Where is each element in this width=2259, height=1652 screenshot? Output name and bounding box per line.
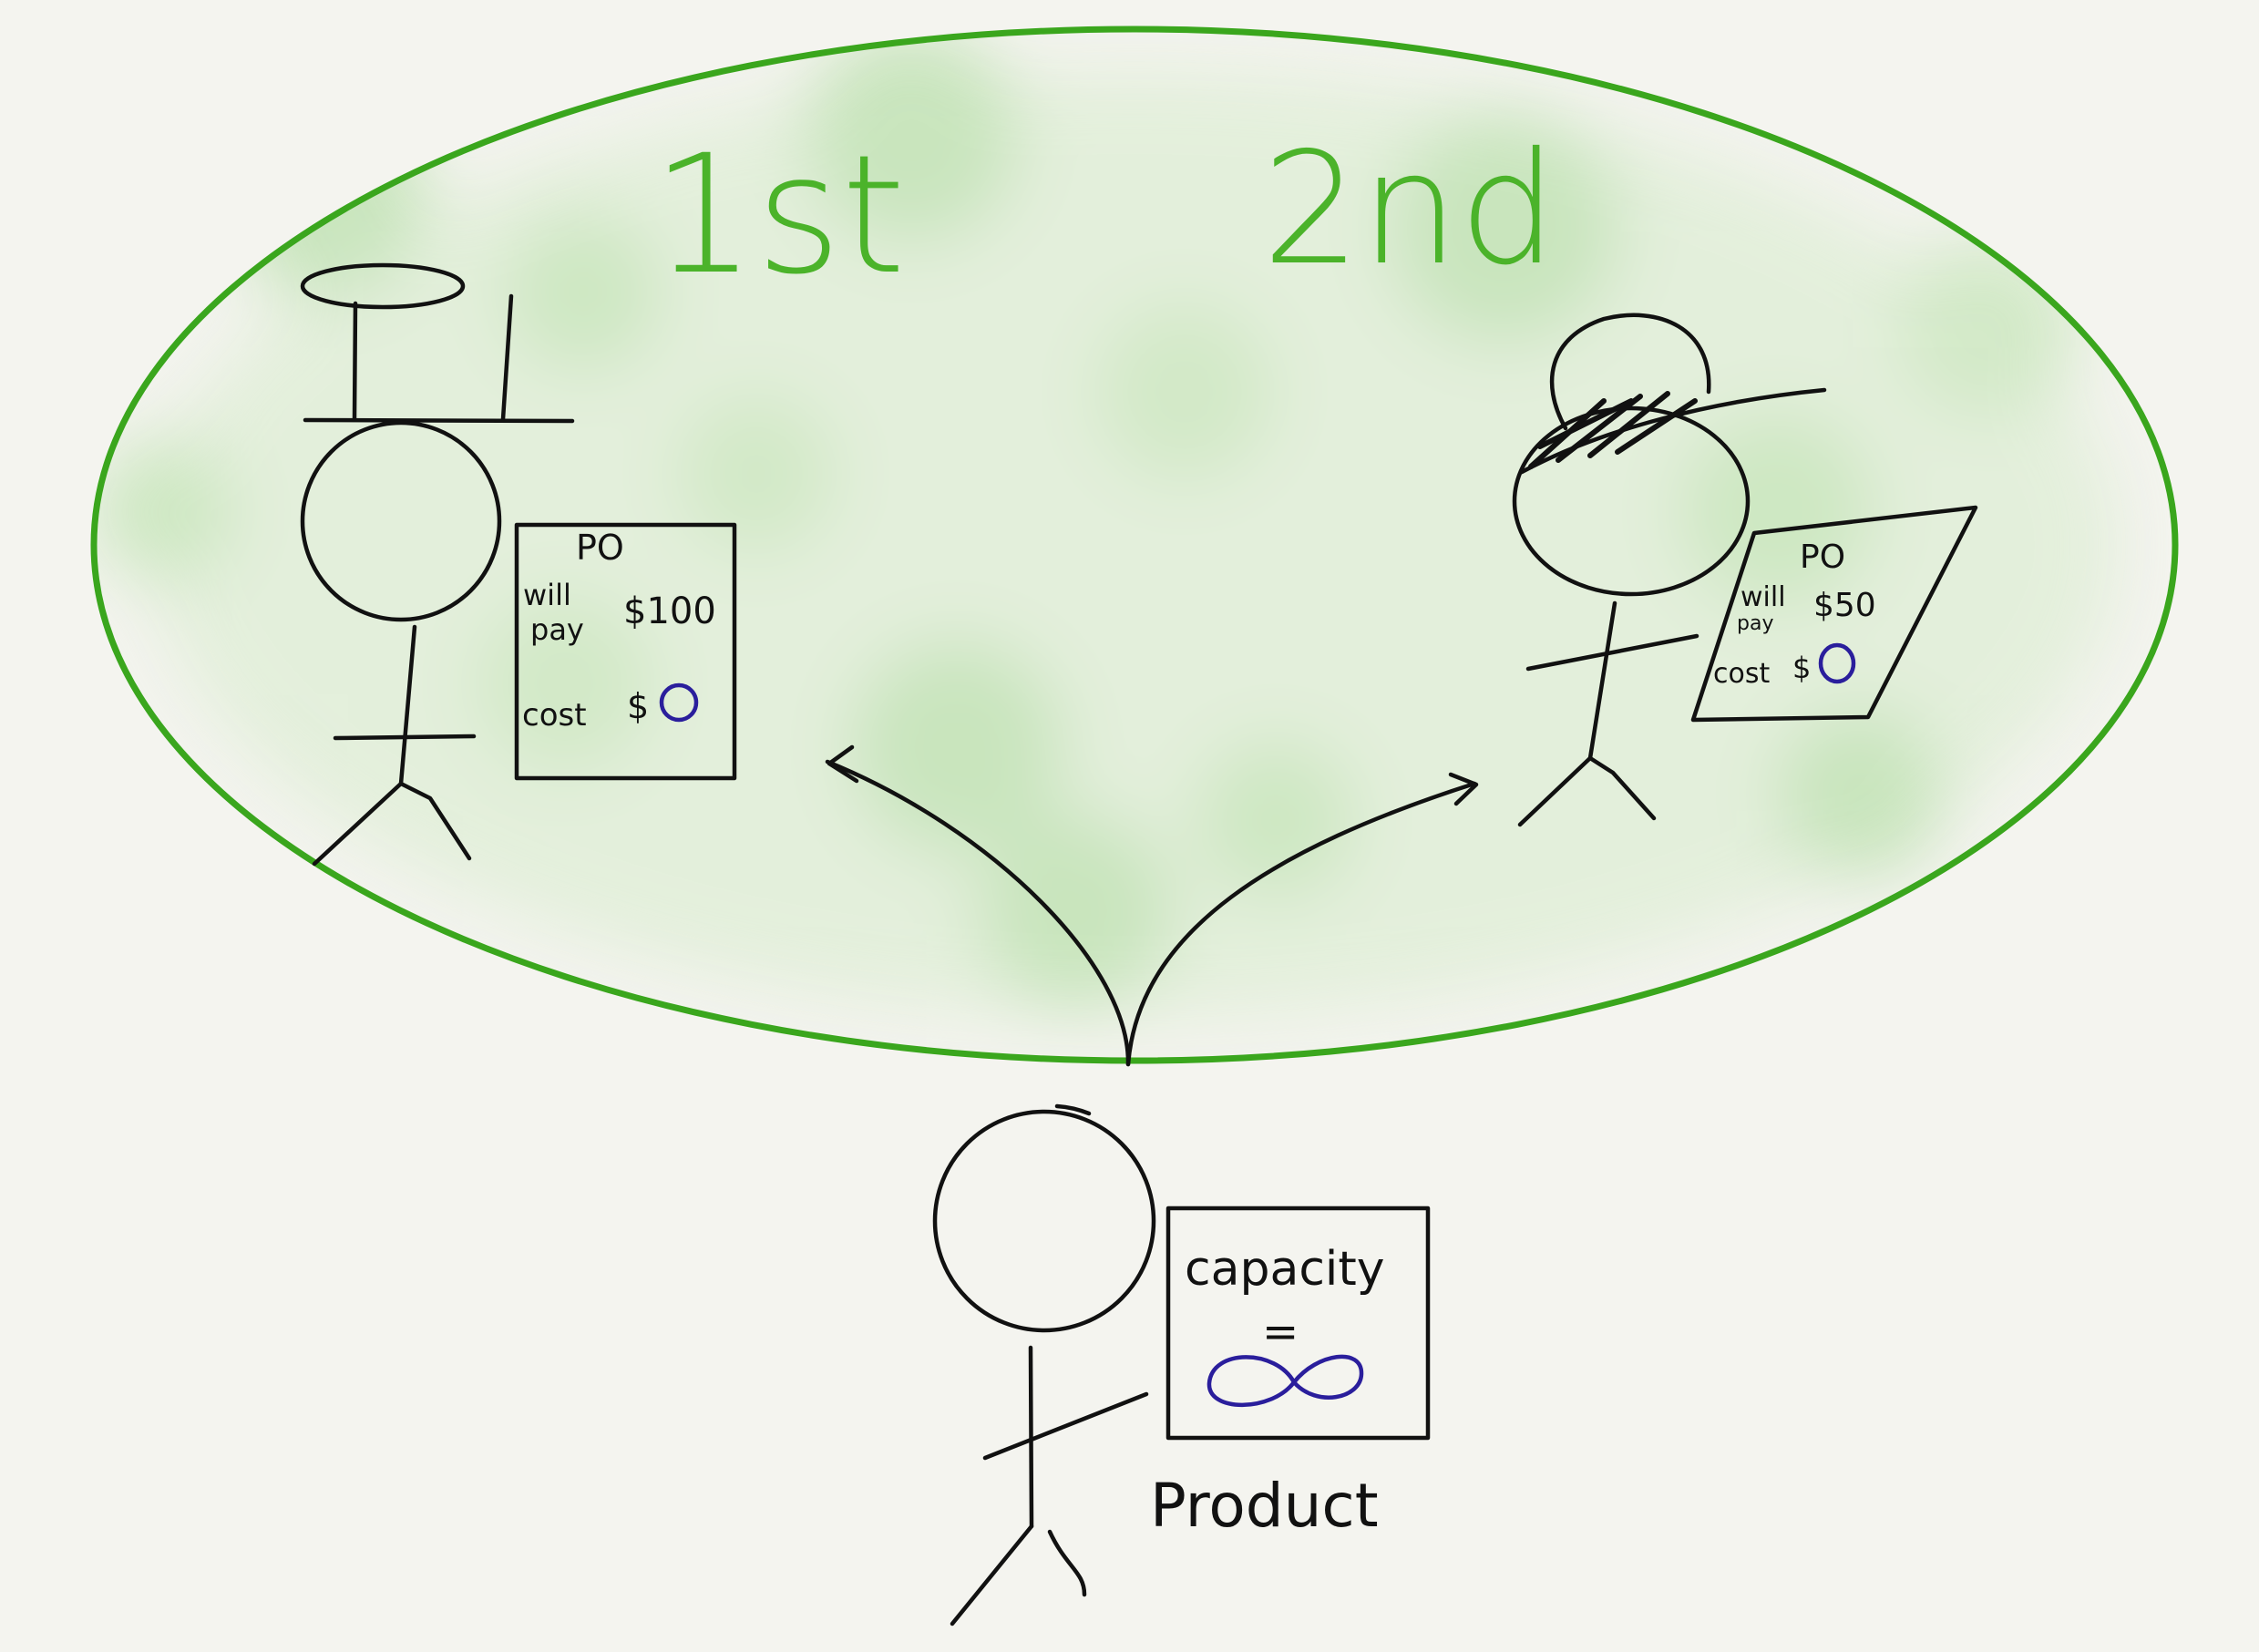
second-label: 2nd bbox=[1262, 119, 1557, 300]
zero-cost-second bbox=[1818, 642, 1856, 684]
po-title-second: PO bbox=[1800, 539, 1845, 576]
first-label: 1st bbox=[652, 120, 906, 311]
po-title-first: PO bbox=[576, 528, 624, 568]
buyer-second-head bbox=[1512, 405, 1751, 597]
will-label-second: will bbox=[1740, 581, 1786, 613]
seller-capacity-card: capacity = bbox=[1165, 1206, 1431, 1441]
cost-label-second: cost bbox=[1713, 658, 1770, 690]
arrow-to-first bbox=[825, 759, 1131, 1067]
equals-sign: = bbox=[1262, 1307, 1299, 1358]
seller-head bbox=[932, 1109, 1156, 1333]
pay-label-first: pay bbox=[530, 612, 584, 647]
arrow-to-second bbox=[1125, 781, 1477, 1067]
price-first: $100 bbox=[623, 590, 716, 632]
cost-currency-second: $ bbox=[1792, 651, 1811, 685]
will-label-first: will bbox=[523, 578, 571, 612]
flow-arrows bbox=[825, 744, 1479, 1067]
product-caption: Product bbox=[1150, 1471, 1379, 1541]
buyer-first-head bbox=[300, 420, 502, 622]
top-hat-brim bbox=[303, 417, 575, 424]
capacity-label: capacity bbox=[1185, 1242, 1385, 1297]
infinity-icon bbox=[1207, 1354, 1364, 1408]
cost-label-first: cost bbox=[522, 697, 587, 734]
top-hat-brim-oval bbox=[300, 262, 466, 310]
cost-currency-first: $ bbox=[627, 686, 649, 726]
pay-label-second: pay bbox=[1737, 612, 1773, 635]
buyer-first-figure bbox=[300, 262, 575, 867]
cap-icon bbox=[1549, 313, 1711, 431]
market-ellipse bbox=[90, 26, 2179, 1064]
buyer-second-figure bbox=[1512, 313, 1827, 827]
zero-cost-first bbox=[659, 682, 699, 723]
buyer-second-po-card: PO will pay $50 cost $ bbox=[1690, 505, 1978, 723]
price-second: $50 bbox=[1813, 587, 1876, 624]
buyer-first-po-card: PO will pay $100 cost $ bbox=[514, 522, 737, 781]
seller-figure bbox=[932, 1103, 1156, 1626]
green-wash bbox=[96, 30, 2119, 1019]
